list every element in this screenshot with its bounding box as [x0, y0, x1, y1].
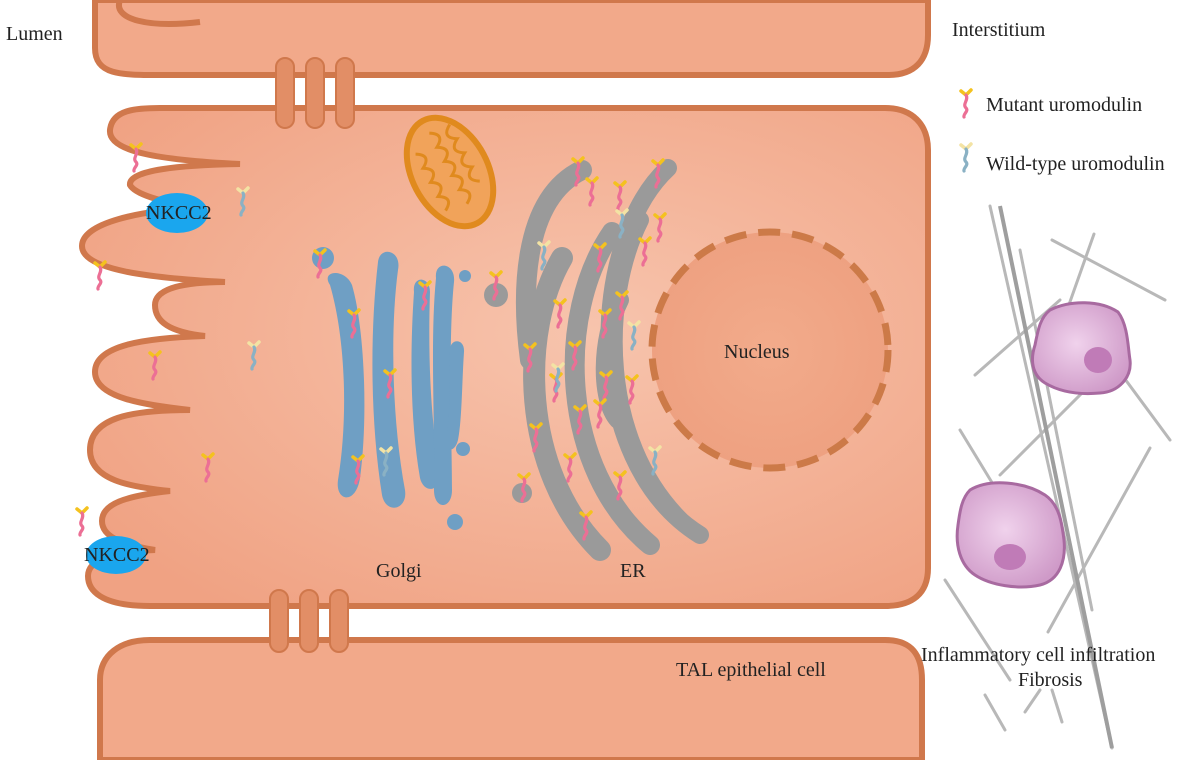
- mitochondrion: [403, 114, 497, 230]
- interstitium-label: Interstitium: [952, 19, 1046, 41]
- nkcc2-transporter-top: [146, 193, 208, 233]
- inflammatory-cell-2: [955, 481, 1066, 589]
- tal-cell-label: TAL epithelial cell: [676, 659, 826, 681]
- nucleus-label: Nucleus: [724, 341, 790, 363]
- golgi-label: Golgi: [376, 560, 422, 582]
- endoplasmic-reticulum: [484, 159, 709, 561]
- nucleus: [648, 228, 892, 472]
- tal-epithelial-cell: [78, 105, 931, 609]
- lower-cell: [97, 637, 925, 760]
- nkcc2-transporter-bottom: [86, 536, 146, 574]
- lumen-label: Lumen: [6, 23, 63, 45]
- nkcc2-label-bottom: NKCC2: [84, 544, 150, 566]
- legend-wildtype-icon: [959, 142, 973, 173]
- legend-mutant-icon: [959, 88, 973, 119]
- tight-junction-top: [275, 57, 355, 129]
- fibrosis-label: Fibrosis: [1018, 669, 1083, 691]
- legend-wildtype-label: Wild-type uromodulin: [986, 153, 1165, 175]
- tight-junction-bottom: [269, 589, 349, 653]
- fibrosis-fibers: [943, 204, 1172, 750]
- inflammation-label: Inflammatory cell infiltration: [921, 644, 1155, 666]
- upper-cell: [92, 0, 931, 78]
- nkcc2-label-top: NKCC2: [146, 202, 212, 224]
- legend-mutant-label: Mutant uromodulin: [986, 94, 1142, 116]
- inflammatory-cell-1: [1031, 301, 1132, 396]
- er-label: ER: [620, 560, 646, 582]
